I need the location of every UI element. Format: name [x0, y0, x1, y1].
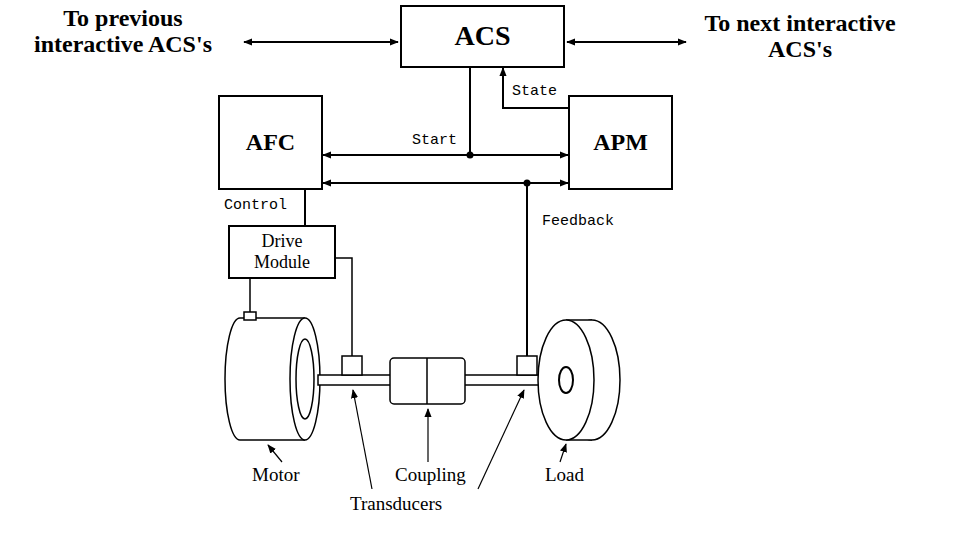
control-box: APM: [568, 95, 673, 190]
leader-line: [478, 390, 524, 489]
part-name: Coupling: [395, 465, 466, 486]
feedback-wire: [526, 183, 528, 356]
leader-line: [427, 409, 428, 462]
part-name: Transducers: [350, 494, 442, 515]
link-label: To previous interactive ACS's: [8, 5, 238, 58]
signal-name: Control: [222, 198, 289, 215]
signal-connector: [323, 182, 568, 184]
box-label: Drive Module: [246, 231, 318, 272]
leader-line: [268, 445, 282, 462]
drive-wire: [249, 275, 251, 316]
transducer: [517, 356, 537, 375]
signal-name: State: [510, 84, 559, 101]
leader-line: [560, 444, 566, 462]
control-box: AFC: [218, 95, 323, 190]
box-label: ACS: [454, 20, 510, 52]
drive-box: Drive Module: [228, 225, 336, 279]
control-box: ACS: [400, 5, 565, 68]
link-arrow: [567, 41, 686, 43]
signal-connector: [503, 68, 568, 108]
signal-name: Feedback: [540, 214, 616, 231]
part-name: Load: [545, 465, 584, 486]
load-disk: [538, 320, 620, 440]
shaft: [318, 375, 392, 385]
box-label: AFC: [246, 129, 295, 157]
motor: [225, 312, 320, 440]
signal-connector: [470, 68, 568, 155]
link-arrow: [244, 41, 398, 43]
part-name: Motor: [252, 465, 300, 486]
signal-connector: [323, 68, 470, 155]
drive-wire: [336, 258, 352, 356]
box-label: APM: [593, 129, 648, 157]
signal-name: Start: [410, 133, 459, 150]
coupling: [390, 358, 465, 404]
leader-line: [353, 390, 372, 489]
link-label: To next interactive ACS's: [690, 10, 910, 63]
transducer: [342, 356, 362, 375]
signal-connector: [304, 190, 306, 225]
